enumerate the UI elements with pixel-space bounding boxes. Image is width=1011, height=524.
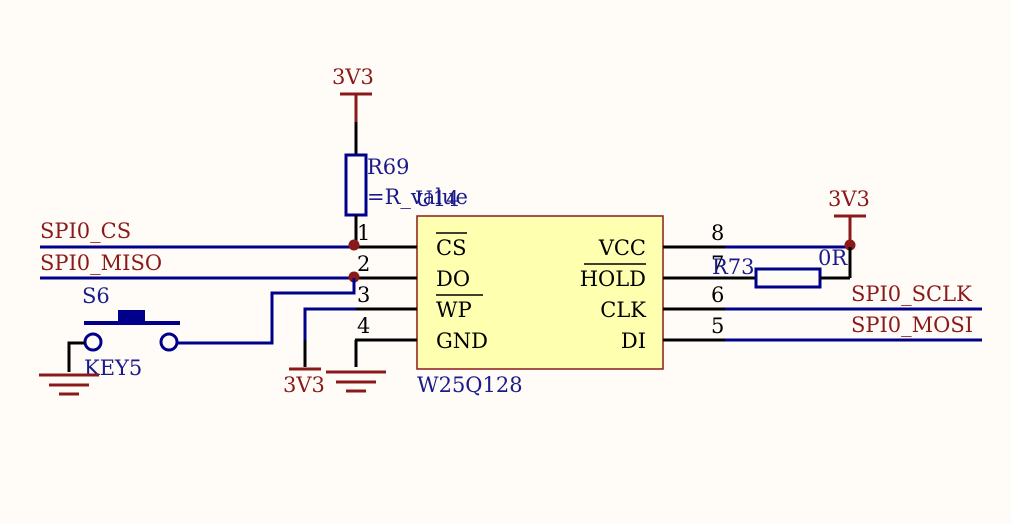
pin-number: 3 — [357, 283, 370, 307]
r69-value: =R_value — [367, 185, 468, 209]
net-spi0-miso[interactable]: SPI0_MISO — [40, 251, 360, 283]
power-port-wp[interactable]: 3V3 — [283, 367, 325, 397]
r73-designator: R73 — [712, 255, 755, 279]
net-spi0-cs[interactable]: SPI0_CS — [40, 219, 360, 251]
resistor-body — [754, 267, 822, 289]
ground-symbol-ic — [326, 370, 386, 393]
switch-button — [118, 310, 145, 323]
power-port-right[interactable]: 3V3 — [828, 187, 870, 245]
pin-name-vcc: VCC — [598, 236, 646, 260]
resistor-body — [344, 153, 368, 217]
resistor-r73[interactable]: R73 0R — [712, 246, 848, 289]
net-spi0-mosi[interactable]: SPI0_MOSI — [725, 313, 982, 342]
net-label: SPI0_MISO — [40, 251, 162, 275]
ic-u14[interactable]: 1 2 3 4 8 7 6 5 CS DO WP GND VCC HOLD CL… — [355, 187, 725, 397]
r73-value: 0R — [818, 246, 848, 270]
wire-wp — [303, 307, 356, 340]
pin-number: 6 — [711, 283, 724, 307]
ground-symbol-left — [39, 373, 99, 396]
r69-designator: R69 — [367, 155, 410, 179]
junction-dot — [844, 239, 856, 251]
net-label: SPI0_CS — [40, 219, 131, 243]
junction-dot — [348, 239, 360, 251]
pin-number: 2 — [357, 252, 370, 276]
pin-number: 5 — [711, 314, 724, 338]
net-label: SPI0_SCLK — [851, 282, 972, 306]
switch-contact-left — [83, 332, 103, 352]
wire-switch-to-miso — [177, 278, 356, 345]
ic-body — [416, 215, 664, 370]
net-spi0-sclk[interactable]: SPI0_SCLK — [725, 282, 982, 311]
junction-dot — [348, 271, 360, 283]
ic-part-number: W25Q128 — [417, 373, 523, 397]
power-label-top: 3V3 — [332, 65, 374, 89]
resistor-r69[interactable]: R69 =R_value — [344, 153, 468, 217]
pin-name-clk: CLK — [600, 298, 646, 322]
switch-designator: S6 — [82, 284, 110, 308]
pin-number: 7 — [711, 252, 724, 276]
switch-contact-right — [159, 332, 179, 352]
pin-name-do: DO — [436, 267, 470, 291]
power-port-top[interactable]: 3V3 — [332, 65, 374, 122]
pin-name-cs: CS — [436, 236, 466, 260]
pin-name-wp: WP — [436, 298, 472, 322]
pin-name-di: DI — [621, 329, 646, 353]
pin-name-gnd: GND — [436, 329, 488, 353]
wire-switch-to-gnd — [67, 341, 85, 372]
power-label-wp: 3V3 — [283, 373, 325, 397]
pin-number: 4 — [357, 314, 370, 338]
pin-number: 8 — [711, 221, 724, 245]
ic-designator: U14 — [415, 187, 459, 211]
net-label: SPI0_MOSI — [851, 313, 973, 337]
power-label-right: 3V3 — [828, 187, 870, 211]
pin-name-hold: HOLD — [580, 267, 646, 291]
switch-s6[interactable]: S6 KEY5 — [82, 284, 180, 380]
pin-number: 1 — [357, 221, 370, 245]
